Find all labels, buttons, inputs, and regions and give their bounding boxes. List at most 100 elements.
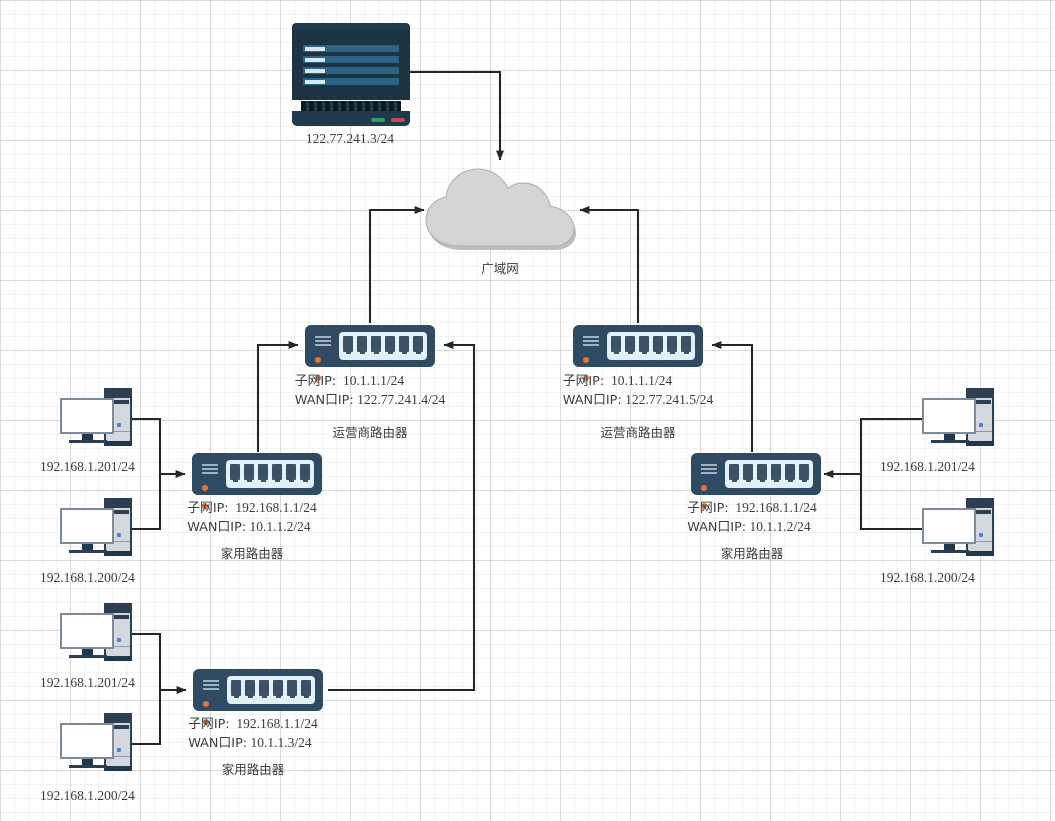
home-lb-subnet-ip: 192.168.1.1/24 bbox=[236, 716, 318, 731]
pc-neck bbox=[82, 649, 93, 655]
pc-left-top-1-ip: 192.168.1.201/24 bbox=[40, 459, 135, 474]
link-pclb2-to-router bbox=[132, 690, 162, 746]
link-pcr2-to-router bbox=[859, 474, 922, 531]
home-router-left-bottom-role: 家用路由器 bbox=[221, 762, 285, 777]
server-body bbox=[292, 30, 410, 100]
link-pclb1-to-router bbox=[132, 632, 187, 694]
home-lt-wan-ip: 10.1.1.2/24 bbox=[249, 518, 311, 534]
isp-left-wan-label: WAN口IP: bbox=[294, 392, 354, 408]
home-router-left-top-ip-block: 子网IP: 192.168.1.1/24 WAN口IP: 10.1.1.2/24 bbox=[187, 499, 317, 536]
isp-router-right-ip-block: 子网IP: 10.1.1.1/24 WAN口IP: 122.77.241.5/2… bbox=[563, 372, 713, 409]
pc-monitor-icon bbox=[60, 398, 114, 434]
pc-left-bottom-2[interactable] bbox=[60, 713, 132, 773]
home-router-right[interactable] bbox=[691, 453, 821, 509]
isp-left-subnet-ip: 10.1.1.1/24 bbox=[342, 373, 405, 388]
link-server-to-wan bbox=[410, 70, 504, 161]
pc-stand bbox=[69, 765, 107, 768]
pc-left-bottom-1-ip: 192.168.1.201/24 bbox=[40, 675, 135, 690]
isp-router-right-role: 运营商路由器 bbox=[600, 425, 676, 440]
router-leds-icon bbox=[701, 478, 719, 509]
isp-right-wan-label: WAN口IP: bbox=[562, 392, 622, 408]
pc-stand bbox=[931, 440, 969, 443]
router-vent-lines-icon bbox=[202, 464, 218, 474]
pc-stand bbox=[69, 440, 107, 443]
router-vent-lines-icon bbox=[315, 336, 331, 346]
pc-neck bbox=[944, 544, 955, 550]
server-led-red bbox=[391, 118, 405, 122]
server-base bbox=[292, 111, 410, 126]
router-ports bbox=[725, 460, 813, 488]
isp-router-right[interactable] bbox=[573, 325, 703, 381]
isp-right-wan-ip: 122.77.241.5/24 bbox=[625, 391, 714, 407]
pc-right-2-ip: 192.168.1.200/24 bbox=[880, 570, 975, 585]
home-router-left-bottom[interactable] bbox=[193, 669, 323, 725]
router-leds-icon bbox=[315, 350, 333, 381]
link-ispright-to-wan bbox=[579, 206, 640, 323]
home-lt-subnet-ip: 192.168.1.1/24 bbox=[235, 500, 317, 515]
server-top bbox=[292, 23, 410, 31]
router-ports bbox=[226, 460, 314, 488]
wan-cloud[interactable] bbox=[420, 166, 580, 256]
pc-monitor-icon bbox=[922, 508, 976, 544]
home-router-left-top-role: 家用路由器 bbox=[220, 546, 284, 561]
home-r-wan-label: WAN口IP: bbox=[687, 519, 747, 535]
home-lt-subnet-label: 子网IP: bbox=[187, 501, 229, 516]
pc-left-top-2-ip: 192.168.1.200/24 bbox=[40, 570, 135, 585]
pc-neck bbox=[944, 434, 955, 440]
server-led-green bbox=[371, 118, 385, 122]
home-router-right-role: 家用路由器 bbox=[720, 546, 784, 561]
home-lt-wan-label: WAN口IP: bbox=[187, 519, 247, 535]
pc-monitor-icon bbox=[60, 723, 114, 759]
pc-tower-icon bbox=[104, 713, 132, 771]
wan-cloud-label: 广域网 bbox=[481, 261, 519, 276]
link-homelefttop-to-ispleft bbox=[256, 341, 299, 452]
router-ports bbox=[339, 332, 427, 360]
isp-router-left[interactable] bbox=[305, 325, 435, 381]
pc-neck bbox=[82, 544, 93, 550]
isp-router-left-role: 运营商路由器 bbox=[332, 425, 408, 440]
home-r-subnet-ip: 192.168.1.1/24 bbox=[735, 500, 817, 515]
cloud-icon bbox=[425, 168, 576, 250]
pc-stand bbox=[69, 655, 107, 658]
pc-right-1[interactable] bbox=[922, 388, 994, 448]
home-lb-subnet-label: 子网IP: bbox=[188, 717, 230, 732]
router-ports bbox=[607, 332, 695, 360]
link-ispleft-to-wan bbox=[368, 206, 425, 323]
link-pclt2-to-router bbox=[132, 474, 162, 531]
pc-monitor-icon bbox=[60, 613, 114, 649]
router-vent-lines-icon bbox=[701, 464, 717, 474]
home-lb-wan-label: WAN口IP: bbox=[188, 735, 248, 751]
router-vent-lines-icon bbox=[583, 336, 599, 346]
home-router-left-top[interactable] bbox=[192, 453, 322, 509]
isp-router-left-ip-block: 子网IP: 10.1.1.1/24 WAN口IP: 122.77.241.4/2… bbox=[295, 372, 445, 409]
isp-left-subnet-label: 子网IP: bbox=[294, 374, 337, 389]
home-r-wan-ip: 10.1.1.2/24 bbox=[749, 518, 811, 534]
isp-left-wan-ip: 122.77.241.4/24 bbox=[357, 391, 446, 407]
pc-left-top-1[interactable] bbox=[60, 388, 132, 448]
isp-right-subnet-ip: 10.1.1.1/24 bbox=[610, 373, 673, 388]
home-router-left-bottom-ip-block: 子网IP: 192.168.1.1/24 WAN口IP: 10.1.1.3/24 bbox=[188, 715, 318, 752]
pc-left-bottom-2-ip: 192.168.1.200/24 bbox=[40, 788, 135, 803]
server-panel bbox=[303, 45, 399, 89]
server-node[interactable] bbox=[292, 23, 410, 126]
router-ports bbox=[227, 676, 315, 704]
pc-stand bbox=[931, 550, 969, 553]
router-leds-icon bbox=[583, 350, 601, 381]
pc-left-bottom-1[interactable] bbox=[60, 603, 132, 663]
isp-right-subnet-label: 子网IP: bbox=[562, 374, 605, 389]
pc-left-top-2[interactable] bbox=[60, 498, 132, 558]
home-router-right-ip-block: 子网IP: 192.168.1.1/24 WAN口IP: 10.1.1.2/24 bbox=[687, 499, 817, 536]
pc-neck bbox=[82, 759, 93, 765]
router-leds-icon bbox=[203, 694, 221, 725]
pc-right-2[interactable] bbox=[922, 498, 994, 558]
link-pclt1-to-router bbox=[132, 417, 186, 478]
pc-monitor-icon bbox=[60, 508, 114, 544]
link-homeright-to-ispright bbox=[711, 341, 754, 452]
router-leds-icon bbox=[202, 478, 220, 509]
pc-monitor-icon bbox=[922, 398, 976, 434]
home-r-subnet-label: 子网IP: bbox=[687, 501, 729, 516]
router-vent-lines-icon bbox=[203, 680, 219, 690]
home-lb-wan-ip: 10.1.1.3/24 bbox=[250, 734, 312, 750]
